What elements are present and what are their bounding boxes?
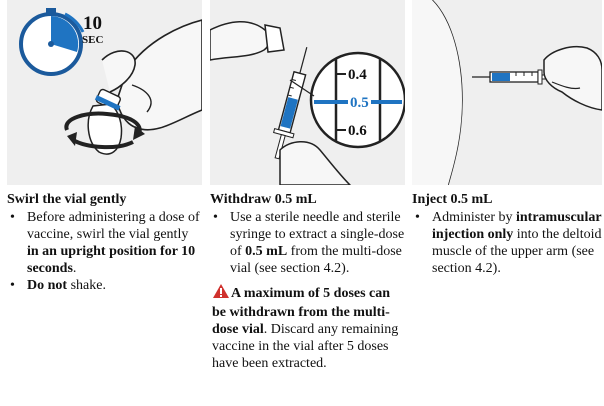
step-inject-heading: Inject 0.5 mL — [412, 192, 493, 207]
bullet-icon: • — [213, 210, 218, 225]
bullet-icon: • — [10, 278, 15, 293]
warning-triangle-icon — [212, 283, 230, 304]
scale-label-top: 0.4 — [348, 67, 367, 83]
bullet-icon: • — [10, 210, 15, 225]
step-inject-panel: Inject 0.5 mL •Administer by intramuscul… — [412, 0, 602, 406]
step-swirl-heading: Swirl the vial gently — [7, 192, 127, 207]
swirl-vial-drawing — [19, 8, 202, 155]
dose-limit-warning: A maximum of 5 doses can be withdrawn fr… — [210, 283, 405, 372]
scale-label-middle: 0.5 — [348, 95, 371, 111]
inject-arm-illustration — [412, 0, 602, 185]
step-withdraw-heading: Withdraw 0.5 mL — [210, 192, 317, 207]
withdraw-syringe-illustration: 0.4 0.5 0.6 — [210, 0, 405, 185]
bullet-icon: • — [415, 210, 420, 225]
list-item: •Administer by intramuscular injection o… — [415, 210, 602, 276]
timer-unit: SEC — [82, 34, 104, 46]
timer-number: 10 — [83, 13, 102, 34]
step-swirl-panel: 10 SEC Swirl the vial gently •Before adm… — [7, 0, 202, 406]
step-withdraw-panel: 0.4 0.5 0.6 Withdraw 0.5 mL •Use a steri… — [210, 0, 405, 406]
step-inject-list: •Administer by intramuscular injection o… — [412, 209, 602, 277]
list-item: •Do not shake. — [10, 278, 106, 293]
step-withdraw-list: •Use a sterile needle and sterile syring… — [210, 209, 405, 277]
swirl-vial-illustration: 10 SEC — [7, 0, 202, 185]
list-item: •Before administering a dose of vaccine,… — [10, 210, 200, 276]
inject-arm-drawing — [412, 0, 602, 185]
step-inject-text: Inject 0.5 mL •Administer by intramuscul… — [412, 191, 602, 277]
withdraw-syringe-drawing — [210, 21, 405, 185]
step-swirl-list: •Before administering a dose of vaccine,… — [7, 209, 202, 294]
list-item: •Use a sterile needle and sterile syring… — [213, 210, 405, 276]
step-withdraw-text: Withdraw 0.5 mL •Use a sterile needle an… — [210, 191, 405, 372]
scale-label-bottom: 0.6 — [348, 123, 367, 139]
step-swirl-text: Swirl the vial gently •Before administer… — [7, 191, 202, 294]
